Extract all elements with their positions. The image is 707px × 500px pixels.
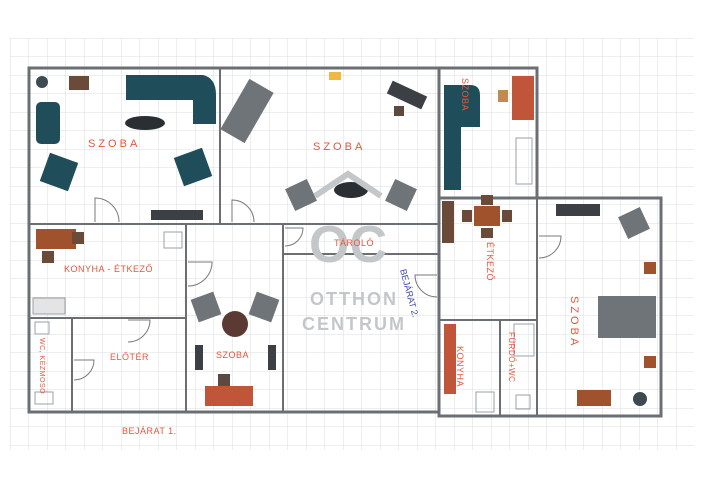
chair [72, 232, 84, 244]
chair [394, 106, 404, 116]
chair [502, 210, 512, 222]
sink [32, 297, 66, 315]
tv-stand [151, 210, 203, 220]
chair [218, 374, 230, 386]
kitchen-table [36, 229, 76, 249]
cabinet [515, 137, 533, 185]
room-label-szoba-1: SZOBA [88, 138, 140, 150]
armchair [248, 291, 280, 323]
chair [498, 90, 508, 102]
nightstand [644, 262, 656, 274]
armchair [173, 147, 213, 187]
room-label-furdo-wc: FÜRDŐ+WC [507, 332, 516, 382]
room-label-konyha: KONYHA [455, 346, 465, 387]
chair [481, 228, 493, 238]
chair [42, 251, 54, 263]
coffee-table [125, 116, 165, 130]
desk [577, 390, 611, 406]
shelf [268, 345, 276, 370]
desk [386, 80, 428, 110]
armchair [285, 179, 317, 211]
room-label-szoba-4: SZOBA [568, 296, 580, 348]
bathtub [513, 323, 535, 357]
plant-icon [633, 392, 647, 406]
armchair [36, 102, 60, 144]
room-label-konyha-etkezo: KONYHA - ÉTKEZŐ [64, 264, 153, 274]
room-label-eloter: ELŐTÉR [110, 352, 149, 362]
armchair [385, 179, 417, 211]
entrance-label-1: BEJÁRAT 1. [122, 426, 177, 436]
bed [598, 296, 656, 338]
shelf [195, 345, 203, 370]
chair [462, 210, 472, 222]
plant-icon [36, 76, 48, 88]
room-label-szoba-3: SZOBA [460, 78, 470, 111]
furniture [32, 72, 656, 413]
armchair [618, 207, 650, 239]
desk [512, 76, 534, 120]
watermark-oc: OC [309, 216, 387, 274]
stove [475, 391, 495, 413]
coffee-table [334, 182, 368, 198]
watermark-logo: OC OTTHON CENTRUM [302, 170, 406, 334]
cabinet [69, 76, 89, 90]
round-table [222, 311, 248, 337]
room-label-etkezo: ÉTKEZŐ [485, 242, 495, 281]
sofa [220, 78, 274, 144]
house-roof-icon [313, 170, 383, 199]
toilet [515, 394, 531, 410]
chair [481, 195, 493, 205]
desk [205, 386, 253, 406]
toilet [34, 321, 50, 335]
sofa [444, 85, 480, 190]
doors [73, 197, 562, 381]
armchair [190, 291, 222, 323]
sofa [126, 75, 216, 124]
armchair [39, 152, 79, 192]
lamp [329, 72, 341, 80]
wardrobe [556, 204, 600, 216]
room-label-szoba-small: SZOBA [216, 350, 249, 360]
room-label-wc-kezmoso: WC, KÉZMOSÓ [38, 338, 47, 394]
room-label-tarolo: TÁROLÓ [334, 238, 374, 248]
shelf [442, 201, 454, 243]
nightstand [644, 356, 656, 368]
dining-table [474, 206, 500, 226]
watermark-line2: CENTRUM [302, 314, 406, 334]
counter [163, 231, 183, 249]
watermark-line1: OTTHON [310, 289, 398, 309]
grid-paper [10, 38, 694, 450]
room-label-szoba-2: SZOBA [313, 141, 365, 153]
wash-basin [34, 391, 54, 405]
kitchen-counter [444, 324, 456, 394]
